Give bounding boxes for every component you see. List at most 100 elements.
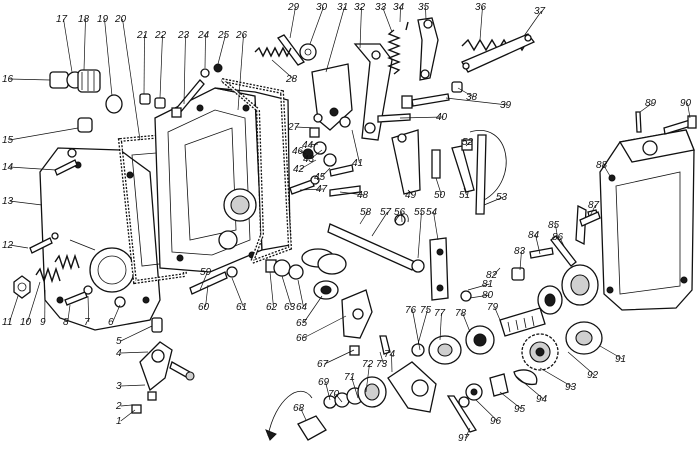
leader-line-16 [9,78,51,81]
leader-line-52 [465,141,470,147]
leader-line-33 [382,6,393,33]
leader-line-46 [299,150,307,155]
leader-line-3 [120,384,146,387]
leader-line-25 [217,34,226,65]
callout-8: 8 [63,317,69,328]
leader-line-85 [555,224,559,241]
leader-line-44 [309,143,319,146]
leader-line-6 [112,304,121,323]
callout-75: 75 [420,305,432,316]
callout-60: 60 [198,302,210,313]
bolts-and-pin-right-top [377,81,463,123]
callout-64: 64 [296,302,308,313]
callout-14: 14 [2,162,14,173]
callout-68: 68 [293,403,305,414]
leader-line-55 [417,211,422,259]
callout-7: 7 [84,317,90,328]
leader-line-74 [391,353,393,373]
shaft-and-bracket-center [327,213,449,301]
leader-line-26 [237,34,244,111]
callout-43: 43 [303,154,315,165]
callout-71: 71 [344,372,355,383]
callout-87: 87 [588,200,600,211]
leader-line-54 [433,211,439,241]
callout-18: 18 [78,14,90,25]
leader-line-83 [519,250,522,271]
leader-line-81 [467,283,490,291]
leader-line-34 [399,6,401,23]
leader-line-92 [567,351,595,376]
gasket-right [220,78,293,266]
leader-line-62 [269,271,274,308]
screw-set-top-left [139,63,223,118]
leader-line-31 [325,6,345,73]
leader-line-72 [365,363,370,393]
callout-57: 57 [380,207,392,218]
leader-line-77 [439,312,442,341]
leader-line-91 [599,345,623,360]
callout-42: 42 [293,164,305,175]
leader-line-90 [687,102,691,119]
callout-59: 59 [200,267,212,278]
leader-line-65 [303,295,323,324]
leader-line-82 [493,267,501,276]
callout-19: 19 [97,14,109,25]
callout-4: 4 [116,348,122,359]
leader-line-89 [639,102,653,113]
link-and-spring-top-right [461,33,536,73]
callout-56: 56 [394,207,406,218]
callout-15: 15 [2,135,14,146]
callout-13: 13 [2,196,14,207]
leader-line-51 [463,187,467,196]
leader-line-86 [559,236,565,247]
leader-line-58 [359,211,368,225]
callout-25: 25 [217,30,230,41]
leader-line-73 [379,351,384,365]
main-housing [154,87,291,273]
callout-2: 2 [115,401,122,412]
leader-line-32 [359,6,362,49]
leader-line-23 [183,34,186,105]
leader-line-22 [159,34,163,99]
shaft-and-bearings-right [460,204,599,337]
callout-89: 89 [645,98,657,109]
callout-48: 48 [357,190,369,201]
leader-line-2 [120,404,133,407]
callout-21: 21 [136,30,148,41]
callout-58: 58 [360,207,372,218]
leader-line-75 [417,309,428,345]
callout-3: 3 [116,381,122,392]
callout-47: 47 [316,184,328,195]
callout-73: 73 [376,359,388,370]
leader-line-87 [589,204,596,217]
leader-line-14 [9,166,57,171]
leader-line-27 [295,126,317,129]
coupling-assembly-bottom [265,376,387,441]
leader-line-80 [469,294,490,299]
bracket-and-pins-right [391,129,507,215]
callout-39: 39 [500,100,512,111]
callout-32: 32 [354,2,366,13]
callout-66: 66 [296,333,308,344]
lever-assembly-bottom-left [131,317,195,414]
leader-line-20 [122,18,141,141]
leader-line-42 [300,159,317,170]
callout-45: 45 [314,172,326,183]
callout-54: 54 [426,207,438,218]
leader-lines [9,6,691,439]
leader-line-60 [205,284,209,308]
callout-72: 72 [362,359,374,370]
leader-line-12 [9,244,29,249]
leader-line-41 [351,129,360,164]
leader-line-79 [494,306,501,321]
callout-85: 85 [548,220,560,231]
callout-12: 12 [2,240,14,251]
callout-74: 74 [384,349,396,360]
leader-line-40 [399,116,444,119]
leader-line-66 [303,315,347,339]
bolts-left [29,117,93,254]
leader-line-56 [401,211,403,223]
leader-line-95 [499,391,522,410]
leader-line-43 [310,149,323,160]
